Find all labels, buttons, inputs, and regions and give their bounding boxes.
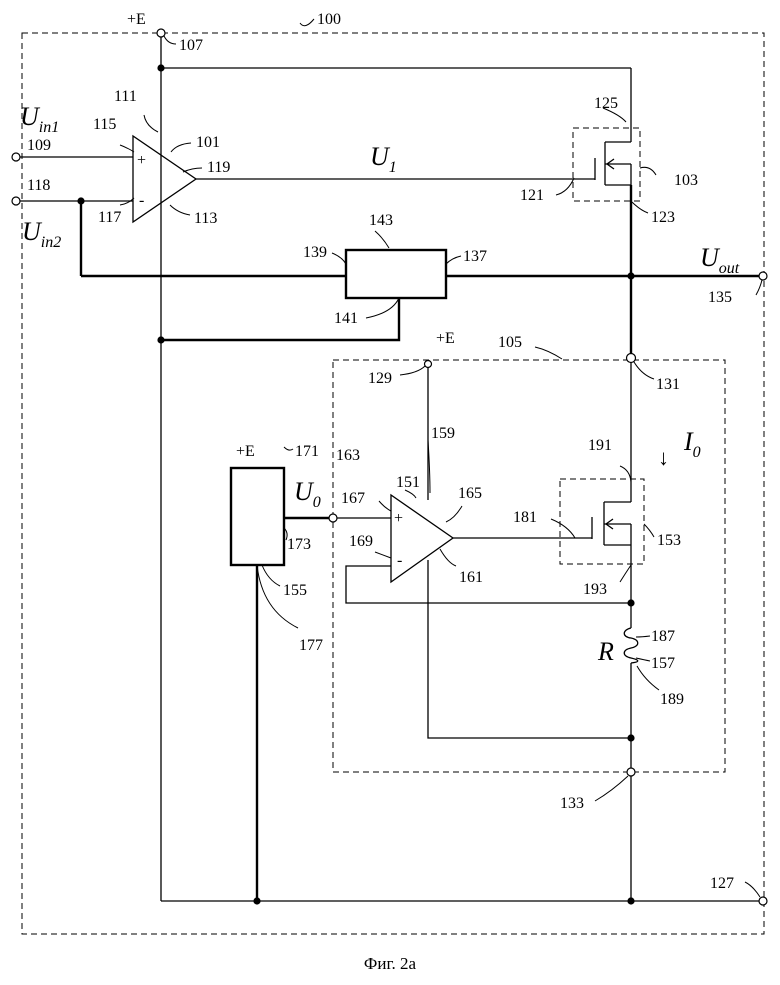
ref-143: 143 (369, 212, 393, 229)
opamp-151-minus-sign: - (397, 552, 402, 569)
ref-177: 177 (299, 637, 323, 654)
ref-103: 103 (674, 172, 698, 189)
feedback-return-wire (161, 298, 399, 340)
ref-135: 135 (708, 289, 732, 306)
ref-137: 137 (463, 248, 487, 265)
supply-ref: +E (236, 443, 255, 460)
feedback-block-143 (346, 250, 446, 298)
ref-125: 125 (594, 95, 618, 112)
ref-139: 139 (303, 244, 327, 261)
ref-153: 153 (657, 532, 681, 549)
ref-141: 141 (334, 310, 358, 327)
ref-187: 187 (651, 628, 675, 645)
ref-157: 157 (651, 655, 675, 672)
ref-100: 100 (317, 11, 341, 28)
signal-uout: Uout (700, 243, 740, 277)
ref-115: 115 (93, 116, 116, 133)
ref-111: 111 (114, 88, 137, 105)
current-source-boundary-105 (333, 360, 725, 772)
opamp-151-plus-sign: + (394, 510, 403, 527)
opamp-151: + - (391, 495, 453, 582)
ref-131: 131 (656, 376, 680, 393)
ref-129: 129 (368, 370, 392, 387)
ref-121: 121 (520, 187, 544, 204)
ref-191: 191 (588, 437, 612, 454)
ref-173: 173 (287, 536, 311, 553)
signal-i0: I0 (683, 427, 701, 461)
ref-151: 151 (396, 474, 420, 491)
ref-107: 107 (179, 37, 203, 54)
resistor-r (624, 628, 638, 663)
signal-uin1: Uin1 (20, 102, 59, 136)
ref-123: 123 (651, 209, 675, 226)
transistor-103 (575, 128, 631, 185)
opamp-101-minus-sign: - (139, 192, 144, 209)
ref-133: 133 (560, 795, 584, 812)
signal-uin2: Uin2 (22, 217, 61, 251)
current-arrow-icon: ↓ (658, 445, 669, 470)
ref-113: 113 (194, 210, 217, 227)
supply-reg: +E (436, 330, 455, 347)
ref-165: 165 (458, 485, 482, 502)
reference-source-155 (231, 468, 284, 565)
opamp-101-plus-sign: + (137, 152, 146, 169)
ref-189: 189 (660, 691, 684, 708)
signal-u0: U0 (294, 477, 321, 511)
ref-181: 181 (513, 509, 537, 526)
ref-159: 159 (431, 425, 455, 442)
ref-109: 109 (27, 137, 51, 154)
opamp-101: + - (133, 136, 196, 222)
supply-top: +E (127, 11, 146, 28)
ref-119: 119 (207, 159, 230, 176)
ref-105: 105 (498, 334, 522, 351)
ref-101: 101 (196, 134, 220, 151)
ref-127: 127 (710, 875, 734, 892)
resistor-label-r: R (597, 637, 614, 666)
ref-118: 118 (27, 177, 50, 194)
ref-193: 193 (583, 581, 607, 598)
transistor-153 (592, 502, 631, 545)
ref-163: 163 (336, 447, 360, 464)
ref-171: 171 (295, 443, 319, 460)
signal-u1: U1 (370, 142, 397, 176)
ref-117: 117 (98, 209, 121, 226)
ref-169: 169 (349, 533, 373, 550)
input-wires (16, 157, 346, 276)
ref-161: 161 (459, 569, 483, 586)
ref-155: 155 (283, 582, 307, 599)
figure-caption: Фиг. 2а (364, 954, 417, 973)
ref-167: 167 (341, 490, 365, 507)
